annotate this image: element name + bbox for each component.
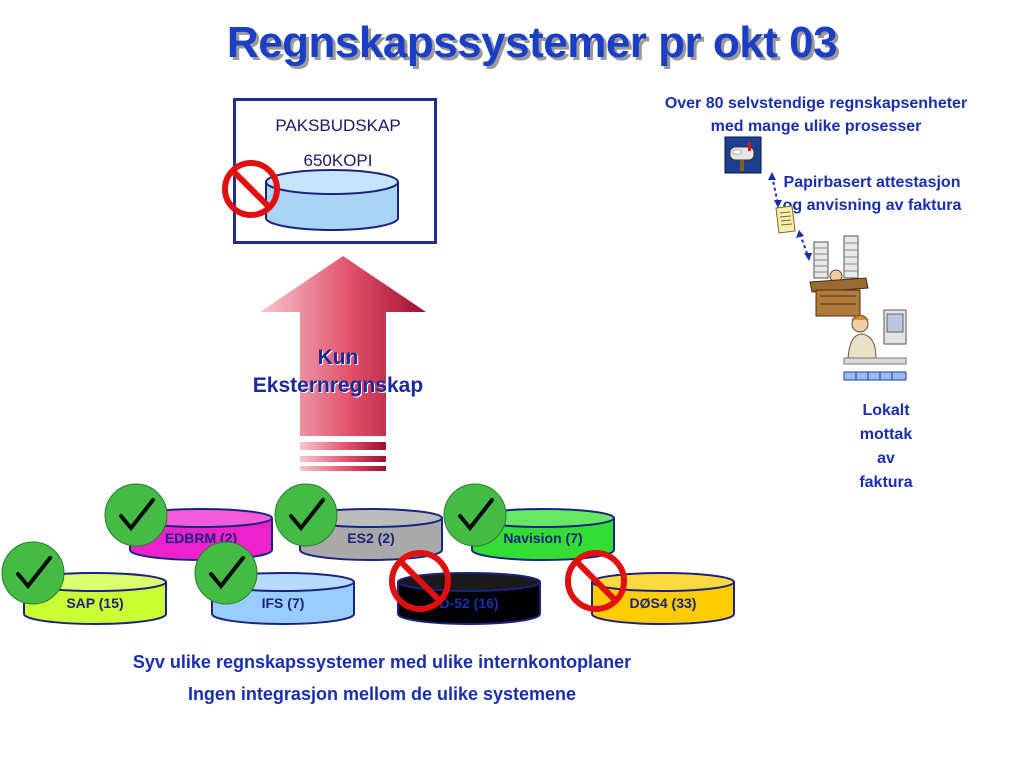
- arrow-label-line1: Kun: [317, 346, 359, 369]
- system-label-d52: D-52 (16): [439, 595, 499, 611]
- system-label-edbrm: EDBRM (2): [164, 530, 238, 546]
- summary-line-1: Syv ulike regnskapssystemer med ulike in…: [132, 652, 632, 672]
- system-label-dos4: DØS4 (33): [629, 595, 697, 611]
- check-icon-sap: [1, 541, 65, 605]
- document-icon: [775, 205, 796, 234]
- local-text-line1: Lokalt: [862, 402, 910, 419]
- local-text-line3: av: [877, 450, 895, 467]
- connector-doc-desk: [796, 230, 812, 261]
- summary-line-2: Ingen integrasjon mellom de ulike system…: [187, 684, 577, 704]
- local-text-line4: faktura: [859, 474, 913, 491]
- page-title: Regnskapssystemer pr okt 03: [226, 18, 838, 67]
- connector-mail-doc: [768, 172, 782, 208]
- check-icon-navision: [443, 483, 507, 547]
- mailbox-icon: [724, 136, 762, 174]
- top-database-label-2: 650KOPI: [303, 151, 373, 170]
- top-database-cylinder: [265, 169, 399, 231]
- office-worker-icon: [843, 309, 907, 381]
- prohibited-icon-dos4: [565, 550, 627, 612]
- units-heading-line1: Over 80 selvstendige regnskapsenheter: [664, 95, 968, 112]
- units-heading-line2: med mange ulike prosesser: [710, 118, 922, 135]
- cylinder-dos4: [591, 572, 735, 625]
- attest-text-line2: og anvisning av faktura: [782, 197, 962, 214]
- top-database-label-1: PAKSBUDSKAP: [275, 116, 401, 135]
- check-icon-ifs: [194, 541, 258, 605]
- upward-arrow: [260, 256, 426, 471]
- system-label-ifs: IFS (7): [261, 595, 305, 611]
- system-label-sap: SAP (15): [66, 595, 124, 611]
- check-icon-edbrm: [104, 483, 168, 547]
- arrow-label-line2: Eksternregnskap: [252, 374, 424, 397]
- prohibited-icon-d52: [389, 550, 451, 612]
- prohibited-icon-top: [222, 160, 280, 218]
- system-label-es2: ES2 (2): [347, 530, 395, 546]
- desk-paperwork-icon: [809, 235, 869, 317]
- system-label-navision: Navision (7): [503, 530, 583, 546]
- local-text-line2: mottak: [859, 426, 913, 443]
- attest-text-line1: Papirbasert attestasjon: [783, 174, 961, 191]
- check-icon-es2: [274, 483, 338, 547]
